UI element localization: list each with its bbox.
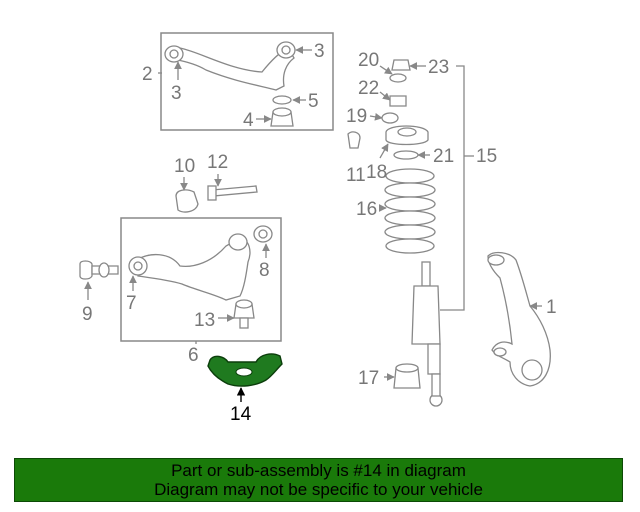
lower-arm-bushing-rear	[228, 233, 248, 251]
part-20-washer	[389, 73, 407, 83]
part-13-ball-joint-top	[235, 299, 253, 309]
callout-21: 21	[433, 146, 454, 167]
strut-group: 23 20 22 19 11 18 21 15 16 17	[346, 50, 497, 407]
callout-19: 19	[346, 106, 367, 127]
upper-arm-group: 2 3 3 5 4	[142, 32, 334, 131]
callout-15: 15	[476, 146, 497, 167]
banner-line-1: Part or sub-assembly is #14 in diagram	[171, 461, 466, 480]
callout-7: 7	[126, 293, 137, 314]
callout-17: 17	[358, 368, 379, 389]
lower-arm-box	[120, 217, 282, 342]
part-9-bolt-head	[79, 260, 93, 280]
part-14-hole	[235, 367, 253, 377]
callout-1: 1	[546, 297, 557, 318]
part-22-bushing	[389, 95, 407, 107]
part-1-upper-eye	[487, 254, 505, 266]
part-14-group: 14	[207, 353, 283, 425]
part-4-ball-joint-top	[272, 107, 292, 117]
callout-2: 2	[142, 64, 153, 85]
part-17-top	[395, 363, 419, 373]
callout-12: 12	[207, 152, 228, 173]
part-21-spring-seat	[393, 150, 419, 160]
part-12-bolt-head	[207, 185, 217, 201]
callout-11: 11	[346, 165, 366, 186]
part-16-coil-spring	[384, 168, 436, 254]
callout-14: 14	[230, 404, 252, 425]
callout-3-left: 3	[171, 83, 182, 104]
lower-arm-group: 8 7 13 6	[120, 217, 282, 366]
part-18-mount-top	[397, 127, 417, 137]
info-banner: Part or sub-assembly is #14 in diagram D…	[14, 458, 623, 502]
part-23-nut	[391, 59, 411, 71]
callout-18: 18	[366, 162, 387, 183]
callout-16: 16	[356, 199, 377, 220]
part-13-stud	[239, 317, 249, 329]
shock-rod	[421, 261, 431, 287]
callout-15-bracket	[440, 65, 465, 311]
part-1-hub-bore	[521, 359, 543, 381]
lower-control-arm	[135, 237, 251, 301]
banner-line-2: Diagram may not be specific to your vehi…	[154, 480, 483, 499]
part-19-nut	[381, 112, 399, 124]
callout-22: 22	[358, 78, 379, 99]
callout-8: 8	[259, 260, 270, 281]
part-1-lower-eye	[493, 347, 507, 357]
part-9-washer	[98, 262, 110, 278]
callout-5: 5	[308, 91, 319, 112]
shock-eye-stem	[431, 373, 441, 397]
callout-20: 20	[358, 50, 379, 71]
part-11-stud	[347, 131, 361, 149]
upper-arm-bushing-right-hole	[281, 45, 291, 55]
part-8-bushing-hole	[258, 229, 268, 239]
callout-3-right: 3	[314, 41, 325, 62]
callout-23: 23	[428, 57, 449, 78]
callout-10: 10	[174, 156, 195, 177]
part-5-washer	[272, 95, 292, 105]
callout-4: 4	[243, 110, 254, 131]
shock-body	[411, 285, 441, 345]
upper-arm-box	[160, 32, 334, 131]
upper-arm-bushing-left-hole	[169, 49, 179, 59]
part-1-group: 1	[487, 251, 557, 387]
callout-9: 9	[82, 304, 93, 325]
shock-absorber	[411, 261, 443, 407]
part-12-bolt-shank	[211, 185, 258, 197]
part-10-cam-bushing	[175, 189, 199, 213]
shock-lower	[427, 343, 441, 375]
lower-arm-bushing-front-hole	[133, 261, 143, 271]
part-9-group: 9	[79, 260, 119, 325]
bolt-group: 10 12	[174, 152, 258, 213]
callout-6: 6	[188, 345, 199, 366]
callout-13: 13	[194, 310, 215, 331]
upper-control-arm	[177, 47, 295, 91]
